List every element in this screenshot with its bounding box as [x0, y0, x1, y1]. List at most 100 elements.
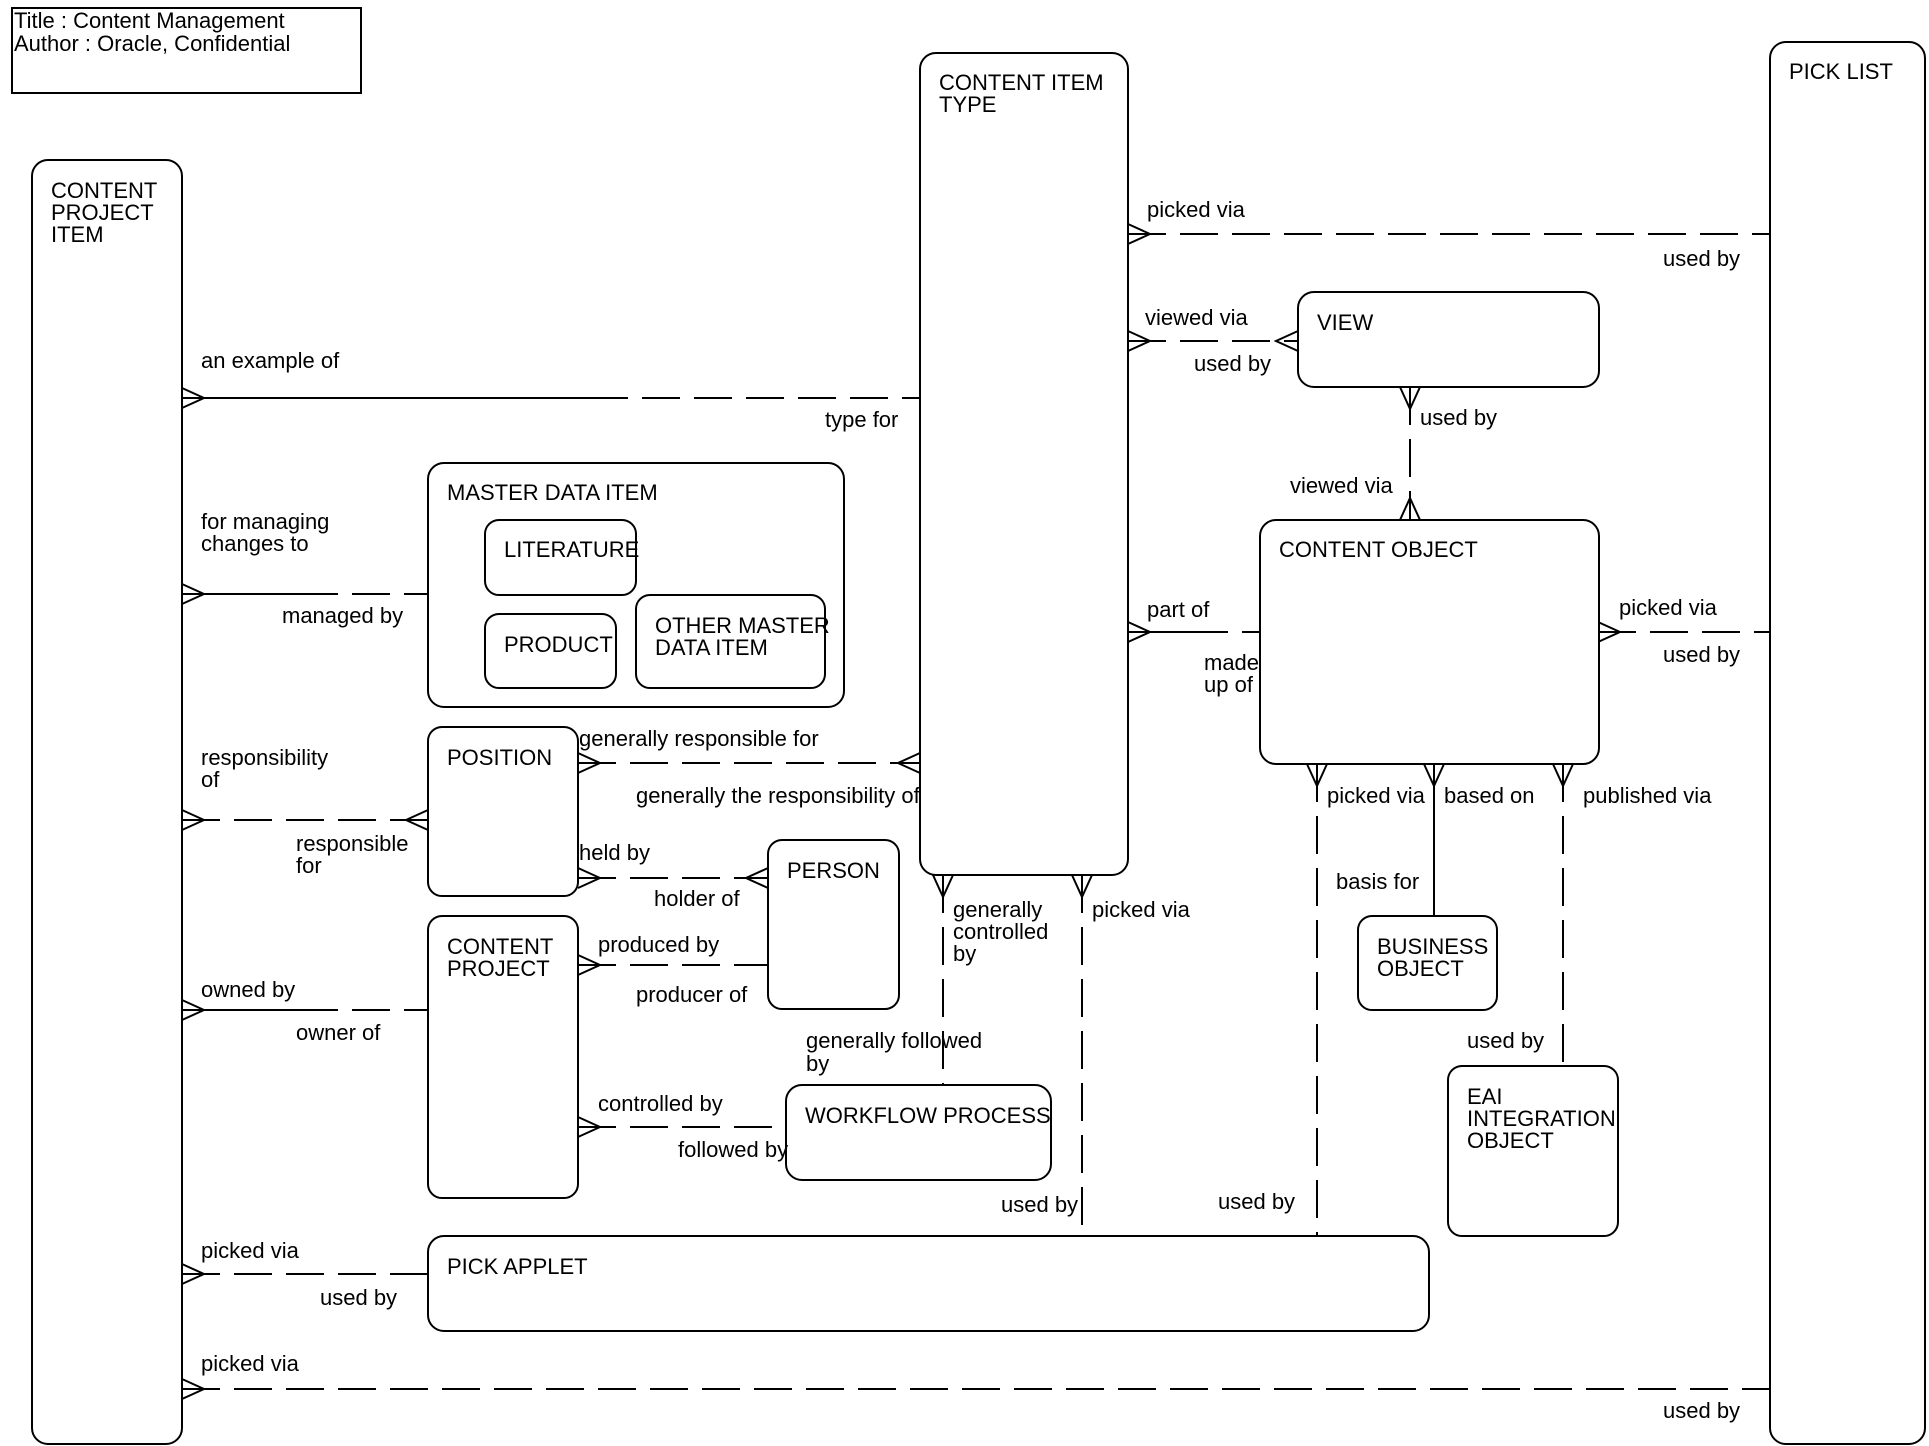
- label-used-by-eai: used by: [1467, 1028, 1544, 1053]
- label-generally-responsible-for: generally responsible for: [579, 726, 819, 751]
- eai-integration-object-label-1: EAI: [1467, 1084, 1502, 1109]
- label-basis-for: basis for: [1336, 869, 1419, 894]
- workflow-process-label: WORKFLOW PROCESS: [805, 1103, 1051, 1128]
- literature-label: LITERATURE: [504, 537, 639, 562]
- label-producer-of: producer of: [636, 982, 748, 1007]
- business-object-label-1: BUSINESS: [1377, 934, 1488, 959]
- label-produced-by: produced by: [598, 932, 719, 957]
- label-responsible-for-1: responsible: [296, 831, 409, 856]
- label-picked-via-type: picked via: [1147, 197, 1246, 222]
- label-generally-followed-by-1: generally followed: [806, 1028, 982, 1053]
- label-controlled-by: controlled by: [598, 1091, 723, 1116]
- author-text: Author : Oracle, Confidential: [14, 31, 290, 56]
- content-project-box: [427, 915, 579, 1199]
- label-used-by-view: used by: [1420, 405, 1497, 430]
- crowsfoot-object-picked: [1597, 621, 1623, 643]
- relationship-lines: [182, 233, 1770, 1390]
- content-object-box: [1259, 519, 1600, 765]
- entity-person: PERSON: [767, 839, 900, 1010]
- pick-applet-box: [427, 1235, 1430, 1332]
- label-generally-controlled-by-3: by: [953, 941, 976, 966]
- content-item-type-box: [919, 52, 1129, 876]
- crowsfoot-person-holder: [743, 867, 769, 889]
- content-project-item-label-1: CONTENT: [51, 178, 157, 203]
- crowsfoot-position-heldby: [577, 867, 603, 889]
- crowsfoot-item-example: [181, 387, 207, 409]
- position-box: [427, 726, 579, 897]
- label-picked-via-object-applet: picked via: [1327, 783, 1426, 808]
- crowsfoot-type-pickedvia: [1071, 874, 1093, 900]
- crowsfoot-object-pickedvia: [1306, 763, 1328, 789]
- label-type-for: type for: [825, 407, 898, 432]
- label-generally-controlled-by-2: controlled: [953, 919, 1048, 944]
- content-project-item-label-2: PROJECT: [51, 200, 154, 225]
- content-object-label: CONTENT OBJECT: [1279, 537, 1478, 562]
- label-picked-via-object: picked via: [1619, 595, 1718, 620]
- label-used-by-view-type: used by: [1194, 351, 1271, 376]
- title-text: Title : Content Management: [14, 8, 285, 33]
- crowsfoot-type-controlled: [932, 874, 954, 900]
- crowsfoot-item-pickedvia-applet: [181, 1263, 207, 1285]
- label-viewed-via-object: viewed via: [1290, 473, 1393, 498]
- crowsfoot-object-publishedvia: [1552, 763, 1574, 789]
- pick-list-box: [1769, 41, 1926, 1445]
- entity-content-object: CONTENT OBJECT: [1259, 519, 1600, 765]
- crowsfoot-item-managing: [181, 583, 207, 605]
- other-master-data-item-label-2: DATA ITEM: [655, 635, 768, 660]
- title-block: Title : Content Management Author : Orac…: [11, 7, 362, 94]
- label-picked-via-item-applet: picked via: [201, 1238, 300, 1263]
- master-data-item-label: MASTER DATA ITEM: [447, 480, 658, 505]
- label-published-via: published via: [1583, 783, 1712, 808]
- crowsfoot-project-controlled: [577, 1116, 603, 1138]
- content-project-label-2: PROJECT: [447, 956, 550, 981]
- product-label: PRODUCT: [504, 632, 613, 657]
- eai-integration-object-box: [1447, 1065, 1619, 1237]
- business-object-box: [1357, 915, 1498, 1011]
- label-used-by-picklist-item: used by: [1663, 1398, 1740, 1423]
- entity-eai-integration-object: EAI INTEGRATION OBJECT: [1447, 1065, 1619, 1237]
- crowsfoot-type-viewed: [1127, 330, 1153, 352]
- entity-workflow-process: WORKFLOW PROCESS: [785, 1084, 1052, 1181]
- other-master-data-item-box: [635, 594, 826, 689]
- label-used-by-object-picklist: used by: [1663, 642, 1740, 667]
- entity-content-project-item: CONTENT PROJECT ITEM: [31, 159, 183, 1445]
- crowsfoot-position-responsible: [403, 809, 429, 831]
- view-box: [1297, 291, 1600, 388]
- entity-pick-applet: PICK APPLET: [427, 1235, 1430, 1332]
- content-item-type-label-1: CONTENT ITEM: [939, 70, 1104, 95]
- content-item-type-label-2: TYPE: [939, 92, 996, 117]
- crowsfoot-position-generally: [577, 752, 603, 774]
- label-responsibility-of-2: of: [201, 767, 220, 792]
- label-picked-via-item-picklist: picked via: [201, 1351, 300, 1376]
- product-box: [484, 613, 617, 689]
- crowsfoot-item-pickedvia-list: [181, 1378, 207, 1400]
- crowsfoot-type-picked: [1127, 223, 1153, 245]
- label-holder-of: holder of: [654, 886, 741, 911]
- label-part-of: part of: [1147, 597, 1210, 622]
- label-responsibility-of-1: responsibility: [201, 745, 328, 770]
- entity-content-project: CONTENT PROJECT: [427, 915, 579, 1199]
- other-master-data-item-label-1: OTHER MASTER: [655, 613, 830, 638]
- entity-master-data-item: MASTER DATA ITEM LITERATURE PRODUCT OTHE…: [427, 462, 845, 708]
- label-used-by-applet-object: used by: [1218, 1189, 1295, 1214]
- label-picked-via-type-applet: picked via: [1092, 897, 1191, 922]
- label-for-managing-1: for managing: [201, 509, 329, 534]
- label-made-up-of-1: made: [1204, 650, 1259, 675]
- crowsfoot-type-partof: [1127, 621, 1153, 643]
- business-object-label-2: OBJECT: [1377, 956, 1464, 981]
- person-box: [767, 839, 900, 1010]
- label-based-on: based on: [1444, 783, 1535, 808]
- crows-feet: [181, 223, 1623, 1400]
- label-generally-followed-by-2: by: [806, 1051, 829, 1076]
- eai-integration-object-label-3: OBJECT: [1467, 1128, 1554, 1153]
- crowsfoot-project-produced: [577, 954, 603, 976]
- label-for-managing-2: changes to: [201, 531, 309, 556]
- entity-content-item-type: CONTENT ITEM TYPE: [919, 52, 1129, 876]
- relationship-labels: picked via used by viewed via used by us…: [201, 197, 1740, 1423]
- entity-view: VIEW: [1297, 291, 1600, 388]
- pick-applet-label: PICK APPLET: [447, 1254, 588, 1279]
- label-used-by-applet-item: used by: [320, 1285, 397, 1310]
- eai-integration-object-label-2: INTEGRATION: [1467, 1106, 1616, 1131]
- label-used-by-applet-type: used by: [1001, 1192, 1078, 1217]
- literature-box: [484, 519, 637, 596]
